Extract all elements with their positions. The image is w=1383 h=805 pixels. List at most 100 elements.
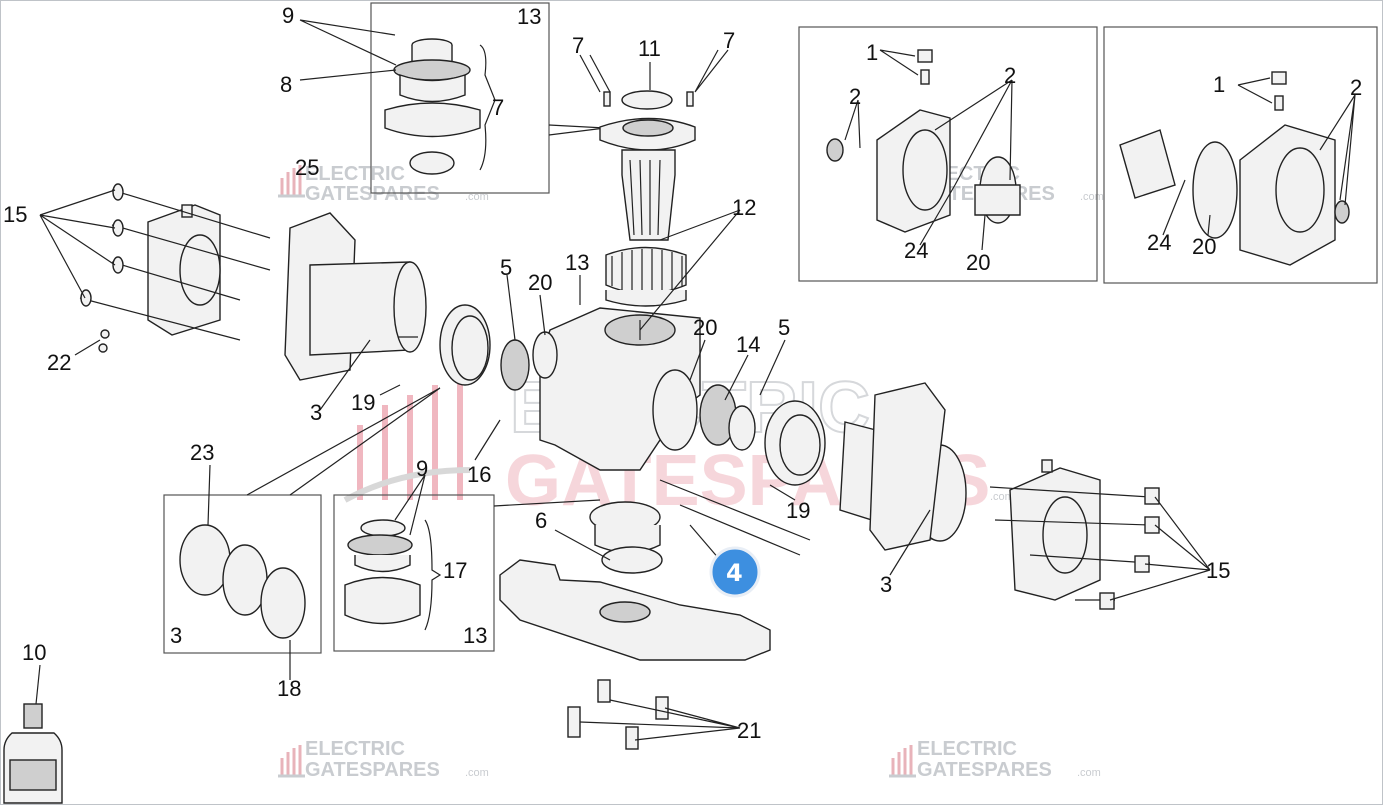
label-3: 3	[310, 400, 322, 425]
piston-detail-box	[163, 494, 322, 654]
brace-icon	[424, 519, 442, 631]
label-11: 11	[638, 36, 661, 61]
left-cylinder-assembly	[284, 212, 558, 391]
right-oring-small-icon	[728, 405, 756, 451]
detail-head-disc-icon	[1275, 147, 1325, 233]
label-13: 13	[565, 250, 589, 275]
label-7: 7	[572, 33, 584, 58]
flange-bore-icon	[622, 119, 674, 137]
label-14: 14	[736, 332, 760, 357]
bottle-label-icon	[9, 759, 57, 791]
watermark-line1: ELECTRIC	[305, 163, 405, 185]
label-21: 21	[737, 718, 761, 743]
label-7: 7	[492, 95, 504, 120]
seal-housing-icon	[344, 576, 421, 625]
right-bolts-icon	[989, 486, 1151, 601]
label-5: 5	[778, 315, 790, 340]
label-12: 12	[732, 195, 756, 220]
right-end-cap-icon	[869, 382, 946, 551]
label-24: 24	[904, 238, 928, 263]
bleed-screw-stem-icon	[920, 69, 930, 85]
watermark-suffix: .com	[465, 191, 489, 203]
leader-line	[493, 499, 601, 507]
o-ring-icon	[347, 534, 413, 556]
part-number-labels: 1 1 2 2 2 3 3 3 5 5 6 7 7 7 8 9 9 10 11 …	[3, 3, 1362, 743]
bushing-icon	[399, 74, 466, 103]
watermark-line2: GATESPARES	[917, 759, 1052, 781]
left-spring-icon	[500, 339, 530, 391]
label-17: 17	[443, 558, 467, 583]
label-19: 19	[786, 498, 810, 523]
watermark-line2: GATESPARES	[305, 183, 440, 205]
label-15: 15	[1206, 558, 1230, 583]
watermark-logo-icon	[889, 745, 916, 778]
detail-head-disc-icon	[902, 129, 948, 211]
detail-valve-body-icon	[1119, 129, 1176, 199]
ring-icon	[409, 151, 455, 175]
label-9: 9	[282, 3, 294, 28]
center-watermark-suffix: .com	[990, 491, 1014, 503]
label-20: 20	[966, 250, 990, 275]
right-oring-icon	[652, 369, 698, 451]
label-2: 2	[1350, 75, 1362, 100]
seal-ring-icon	[360, 519, 406, 537]
detail-filter-icon	[974, 184, 1021, 216]
washer-icon	[100, 329, 110, 339]
bolt-head-icon	[1144, 487, 1160, 505]
label-15: 15	[3, 202, 27, 227]
bolt-head-icon	[1099, 592, 1115, 610]
right-head-assembly	[989, 459, 1160, 610]
flange-icon	[384, 102, 481, 138]
leader-lines	[35, 19, 1356, 741]
label-1: 1	[1213, 72, 1225, 97]
left-oring-icon	[532, 331, 558, 379]
label-3: 3	[170, 623, 182, 648]
label-9: 9	[416, 456, 428, 481]
bearing-ring-icon	[621, 90, 673, 110]
right-head-plug-icon	[1041, 459, 1053, 473]
label-10: 10	[22, 640, 46, 665]
part-4-badge[interactable]: 4	[689, 524, 761, 598]
watermark-line2: GATESPARES	[305, 759, 440, 781]
label-16: 16	[467, 462, 491, 487]
seal-kit-box-top	[370, 2, 550, 194]
base-plate-hole-icon	[599, 601, 651, 623]
nut-icon	[112, 183, 124, 201]
label-3: 3	[880, 572, 892, 597]
right-head-disc-icon	[1042, 496, 1088, 574]
bleed-screw-icon	[1271, 71, 1287, 85]
label-2: 2	[849, 84, 861, 109]
screw-icon	[603, 91, 611, 107]
seal-kit-parts-top	[384, 38, 496, 175]
center-watermark-logo-icon	[343, 378, 471, 503]
label-13: 13	[517, 4, 541, 29]
left-cylinder-face-icon	[393, 261, 427, 353]
label-8: 8	[280, 72, 292, 97]
label-7: 7	[723, 28, 735, 53]
left-head-assembly	[79, 183, 271, 353]
leader-line	[548, 124, 606, 129]
left-head-plug-icon	[181, 204, 193, 218]
piston-oring-icon	[260, 567, 306, 639]
seal-kit-box-bottom	[333, 494, 495, 652]
valve-icon	[826, 138, 844, 162]
bleed-screw-stem-icon	[1274, 95, 1284, 111]
valve-icon	[1334, 200, 1350, 224]
bearing-icon	[601, 546, 663, 574]
badge-circle-icon[interactable]	[709, 546, 761, 598]
left-piston-face-icon	[451, 315, 489, 381]
splined-shaft-icon	[621, 149, 676, 241]
label-5: 5	[500, 255, 512, 280]
pin-icon	[567, 706, 581, 738]
detail-right-parts	[1119, 71, 1350, 266]
left-bolts-icon	[79, 189, 271, 341]
gear-teeth-icon	[611, 249, 683, 294]
right-piston-face-icon	[779, 414, 821, 476]
cable-icon	[659, 479, 811, 556]
watermark-logo-icon	[278, 165, 305, 198]
watermark-line1: ELECTRIC	[917, 738, 1017, 760]
label-23: 23	[190, 440, 214, 465]
watermark-logo-icon	[278, 745, 305, 778]
bottle-cap-icon	[23, 703, 43, 729]
